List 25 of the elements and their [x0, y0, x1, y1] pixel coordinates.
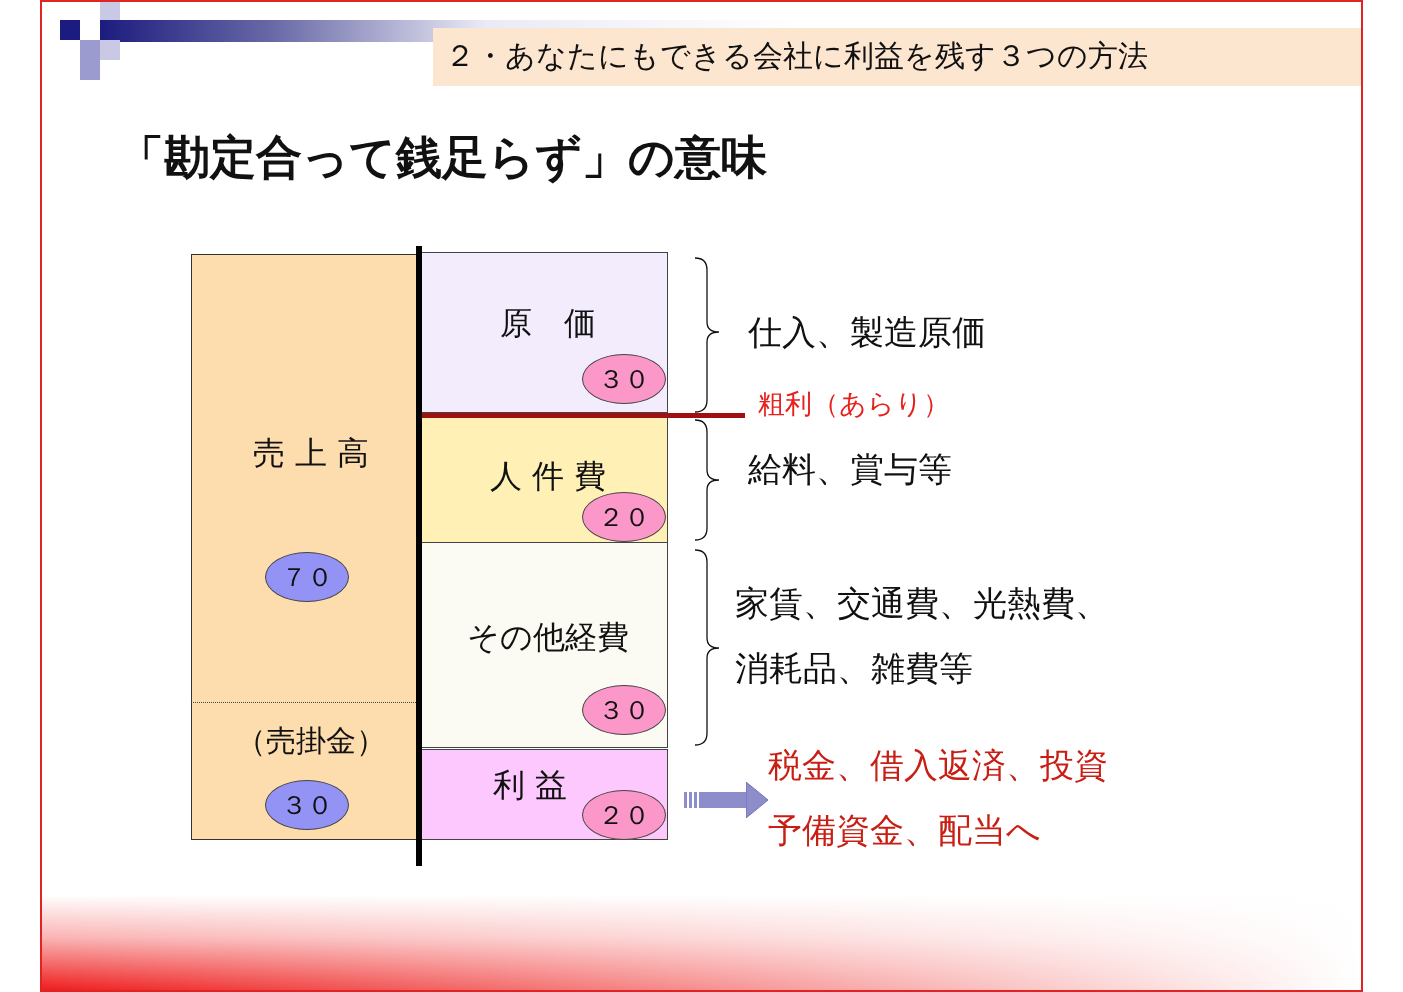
account-label: 人 件 費 [489, 457, 607, 495]
cost-description: 家賃、交通費、光熱費、消耗品、雑費等 [735, 581, 1110, 690]
account-label: （売掛金） [236, 723, 386, 759]
slide-title: 「勘定合って銭足らず」の意味 [118, 129, 767, 186]
profit-block [422, 749, 668, 840]
account-label: その他経費 [467, 618, 629, 656]
amount-oval: ７０ [265, 552, 349, 602]
amount-oval: ３０ [265, 780, 349, 830]
cost-description: 仕入、製造原価 [748, 311, 986, 354]
outcome-text: 税金、借入返済、投資予備資金、配当へ [768, 733, 1119, 863]
sales-block [191, 254, 416, 702]
account-label: 利 益 [492, 766, 568, 804]
amount-oval: ３０ [582, 685, 666, 735]
account-label: 売 上 高 [252, 434, 370, 472]
amount-oval: ２０ [582, 492, 666, 542]
cost-of-goods-block [422, 252, 668, 413]
gross-profit-label: 粗利（あらり） [758, 386, 950, 421]
account-label: 原 価 [500, 304, 596, 342]
section-heading: ２・あなたにもできる会社に利益を残す３つの方法 [445, 37, 1148, 75]
other-expenses-block [422, 543, 668, 748]
receivables-block [191, 702, 416, 840]
amount-oval: ３０ [582, 354, 666, 404]
cost-description: 給料、賞与等 [748, 448, 952, 491]
personnel-cost-block [422, 418, 668, 543]
amount-oval: ２０ [582, 790, 666, 840]
